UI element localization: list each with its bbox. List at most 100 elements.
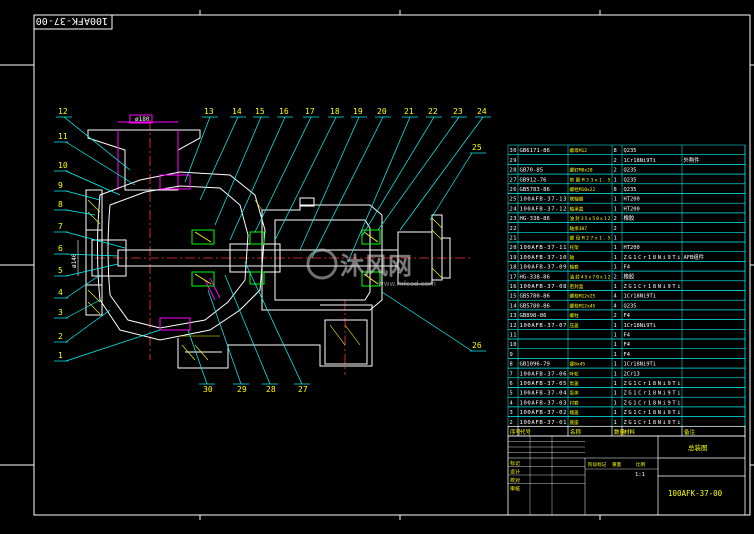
bom-cell-mat: ZG1Cr18Ni9Ti [624,391,681,397]
pump-casing [85,171,266,341]
bom-cell-name: 螺栓M12x25 [570,293,596,300]
bom-cell-code: 100AFB-37-10 [520,255,567,261]
bom-cell-mat: Q235 [624,177,637,183]
callout-30: 30 [203,385,213,394]
bom-cell-qty: 1 [614,284,617,290]
bom-cell-qty: 1 [614,362,617,368]
callout-2: 2 [58,332,63,341]
bom-cell-mat: ZG1Cr18Ni9Ti [624,410,681,416]
bom-cell-no: 7 [510,371,513,377]
title-block-label: 审核 [510,486,520,493]
bom-cell-qty: 2 [614,226,617,232]
bom-cell-no: 21 [510,236,517,242]
bom-cell-qty: 1 [614,236,617,242]
callout-23: 23 [453,107,463,116]
bom-cell-qty: 1 [614,333,617,339]
bom-cell-name: 轴承盖 [570,205,584,212]
bom-cell-qty: 1 [614,391,617,397]
bom-cell-note: AFB组件 [684,253,705,261]
bom-cell-qty: 4 [614,303,617,309]
bom-cell-mat: Q235 [624,303,637,309]
title-block-label: 标记 [510,460,520,467]
bom-cell-no: 28 [510,168,517,174]
bom-cell-code: GB70-85 [520,168,544,174]
bom-cell-qty: 2 [614,274,617,280]
bom-cell-no: 17 [510,274,517,280]
bom-cell-code: 100AFB-37-12 [520,206,567,212]
bom-cell-no: 19 [510,255,517,261]
bom-cell-no: 12 [510,323,517,329]
bom-cell-name: 螺栓M12x45 [570,302,596,309]
bom-cell-code: HG-338-86 [520,274,550,280]
bom-cell-qty: 1 [614,245,617,251]
bom-cell-qty: 1 [614,400,617,406]
callout-9: 9 [58,181,63,190]
bom-cell-no: 23 [510,216,517,222]
bom-cell-code: 100AFB-37-06 [520,371,567,377]
bom-cell-mat: ZG1Cr18Ni9Ti [624,400,681,406]
bom-cell-name: 衬套 [570,399,580,406]
bom-cell-qty: 1 [614,177,617,183]
callout-6: 6 [58,244,63,253]
bom-cell-qty: 1 [614,206,617,212]
bom-cell-code: GB5780-86 [520,294,550,300]
bom-cell-code: 100AFB-37-05 [520,381,567,387]
bom-cell-code: 100AFB-37-07 [520,323,567,329]
callout-5: 5 [58,266,63,275]
bom-cell-no: 25 [510,197,517,203]
pump-shaft [117,214,451,285]
watermark-text: 沐风网 [340,252,412,280]
bom-cell-code: 100AFB-37-02 [520,410,567,416]
bom-cell-code: 100AFB-37-01 [520,420,567,426]
callout-leaders [54,116,491,385]
callout-11: 11 [58,132,68,141]
bom-header-mat: 材料 [624,428,636,436]
bom-cell-qty: 8 [614,187,617,193]
bom-cell-no: 30 [510,148,517,154]
bom-cell-name: 压盖 [570,322,580,329]
callout-1: 1 [58,351,63,360]
bearings [191,229,381,287]
suction-flange [87,114,201,191]
callout-10: 10 [58,161,68,170]
bom-cell-mat: F4 [624,313,631,319]
bom-cell-qty: 1 [614,197,617,203]
bom-cell-mat: F4 [624,265,631,271]
bom-cell-name: 螺母M27x1.5 [570,235,611,242]
bom-cell-mat: HT200 [624,206,640,212]
bom-cell-code: 100AFB-37-13 [520,197,567,203]
watermark: 沐风网 www.mfcad.com [306,248,436,288]
callout-27: 27 [298,385,308,394]
callout-3: 3 [58,308,63,317]
bom-cell-qty: 4 [614,294,617,300]
title-block-label: 设计 [510,469,520,476]
bom-cell-code: GB6171-86 [520,148,550,154]
bom-cell-mat: HT200 [624,197,640,203]
bom-cell-name: 垫圈M33x1.5 [570,176,611,183]
bom-header: 序号代号名称数量材料备注 [507,425,746,437]
bom-cell-mat: ZG1Cr18Ni9Ti [624,255,681,261]
bom-cell-mat: F4 [624,352,631,358]
bom-cell-name: 联轴器 [570,196,584,203]
bearing-bracket [261,197,383,311]
callout-25: 25 [472,143,482,152]
bom-cell-no: 2 [510,420,513,426]
bom-cell-qty: 2 [614,313,617,319]
title-block: 标记设计校对审核阶段标记重量比例1:1总装图100AFK-37-00 [507,435,746,516]
bom-cell-name: 螺钉M8x20 [570,167,593,174]
